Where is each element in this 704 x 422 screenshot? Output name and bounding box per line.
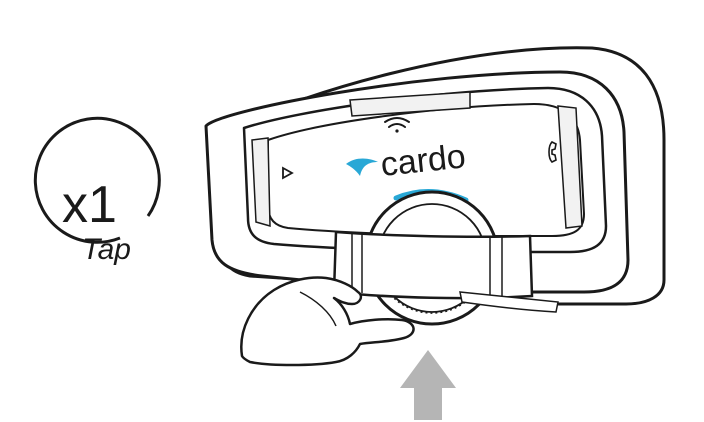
wifi-signal-icon: [384, 117, 410, 133]
mount-strap: [332, 230, 534, 300]
hand-finger-crease: [299, 291, 337, 327]
base-clip: [459, 291, 559, 313]
badge-circle: [33, 116, 161, 244]
left-rail: [251, 137, 271, 228]
tap-badge: x1 Tap: [33, 116, 161, 266]
badge-multiplier: x1: [62, 176, 117, 234]
right-rail: [557, 105, 583, 229]
pointing-hand-icon: [240, 276, 415, 367]
cardo-swoosh-icon: [346, 158, 378, 176]
up-arrow-icon: [400, 350, 456, 420]
intercom-device: cardo: [204, 46, 666, 326]
phone-icon: [548, 141, 557, 163]
triangle-play-icon: [282, 166, 294, 180]
brand-logo-text: cardo: [379, 137, 468, 184]
top-ridge: [349, 91, 471, 117]
badge-action-label: Tap: [82, 233, 131, 266]
